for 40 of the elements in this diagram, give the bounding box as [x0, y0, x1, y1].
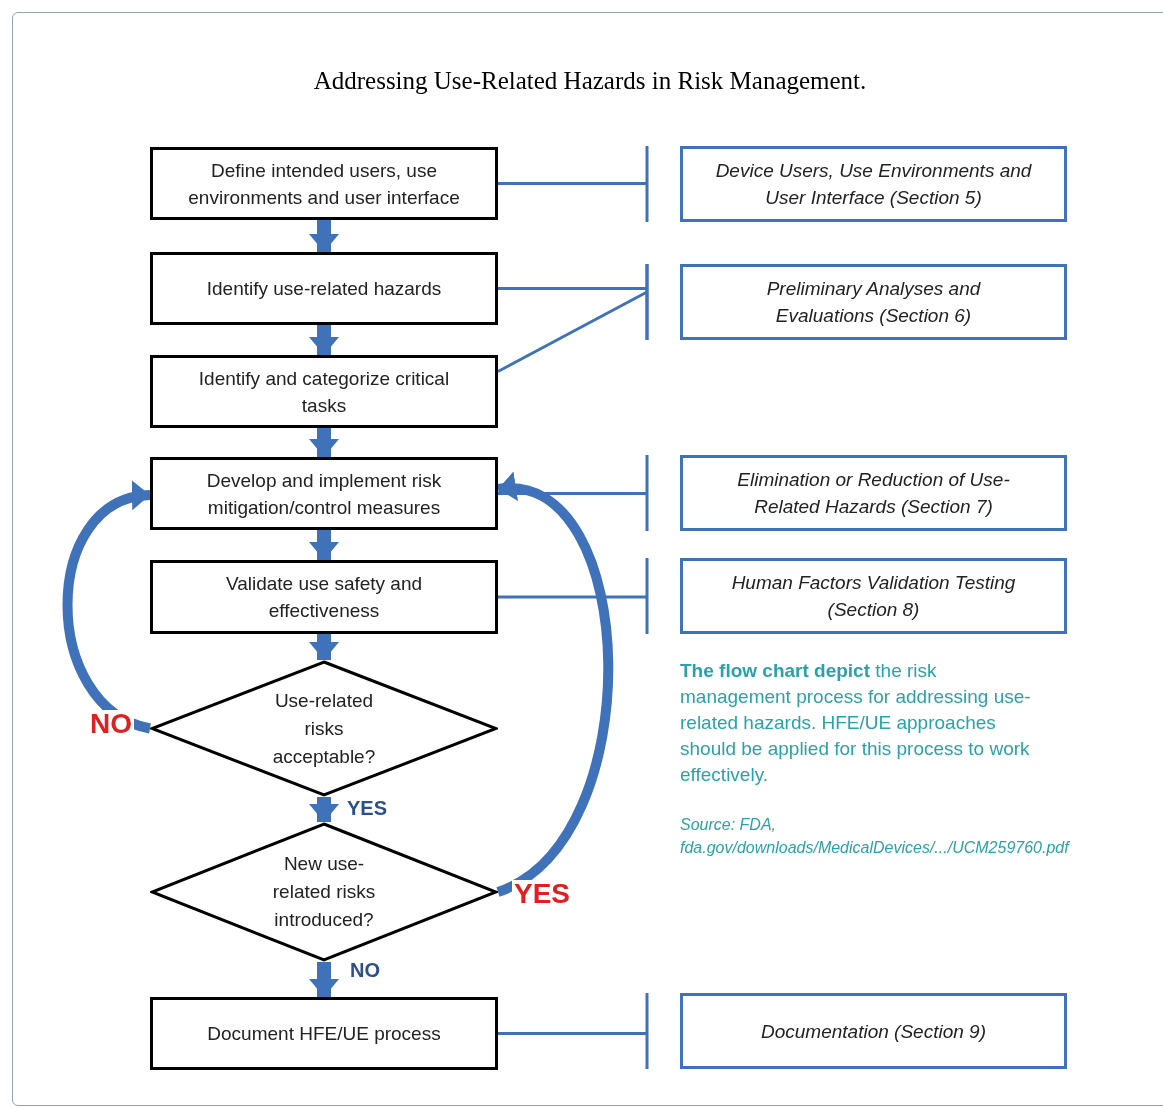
node-text: Documentation (Section 9): [761, 1019, 986, 1044]
section-box: [680, 264, 1067, 340]
edge-label: NO: [348, 960, 382, 980]
section-box: [680, 455, 1067, 531]
node-text: Develop and implement risk mitigation/control measures: [205, 468, 443, 520]
process-box: [150, 355, 498, 428]
block-arrow: [309, 634, 339, 660]
process-box: [150, 457, 498, 530]
node-text: Preliminary Analyses and Evaluations (Section 6): [765, 277, 982, 328]
curved-arrow: [495, 475, 614, 897]
node-text: Document HFE/UE process: [207, 1022, 441, 1046]
block-arrow: [309, 325, 339, 355]
node-text: New use-related risks introduced?: [271, 852, 377, 932]
caption: The flow chart depict the risk management process for addressing use-related hazards. HFE/UE approaches should be applied for this process to work effectively.: [680, 659, 1032, 787]
decision-diamond: [150, 660, 498, 797]
node-text: Identify and categorize critical tasks: [197, 366, 451, 418]
node-text: Validate use safety and effectiveness: [224, 572, 424, 623]
node-text: Device Users, Use Environments and User Interface (Section 5): [714, 159, 1033, 210]
block-arrow: [309, 220, 339, 252]
node-text: Identify use-related hazards: [206, 277, 442, 301]
node-text: Human Factors Validation Testing (Section 8): [730, 571, 1017, 622]
decision-diamond: [150, 822, 498, 962]
block-arrow: [309, 428, 339, 457]
edge-label: YES: [345, 798, 390, 818]
section-box: [680, 558, 1067, 634]
block-arrow: [309, 797, 339, 822]
block-arrow: [309, 530, 339, 560]
node-text: Elimination or Reduction of Use-Related Hazards (Section 7): [736, 468, 1011, 519]
process-box: [150, 147, 498, 220]
process-box: [150, 252, 498, 325]
section-box: [680, 993, 1067, 1069]
process-box: [150, 560, 498, 634]
source-note: Source: FDA, fda.gov/downloads/MedicalDevices/.../UCM259760.pdf: [680, 815, 1071, 858]
node-text: Use-related risks acceptable?: [271, 688, 377, 769]
diagram-title: Addressing Use-Related Hazards in Risk Management.: [312, 66, 868, 96]
curved-arrow: [62, 483, 152, 734]
node-text: Define intended users, use environments and user interface: [187, 158, 461, 210]
section-box: [680, 146, 1067, 222]
block-arrow: [309, 962, 339, 997]
process-box: [150, 997, 498, 1070]
